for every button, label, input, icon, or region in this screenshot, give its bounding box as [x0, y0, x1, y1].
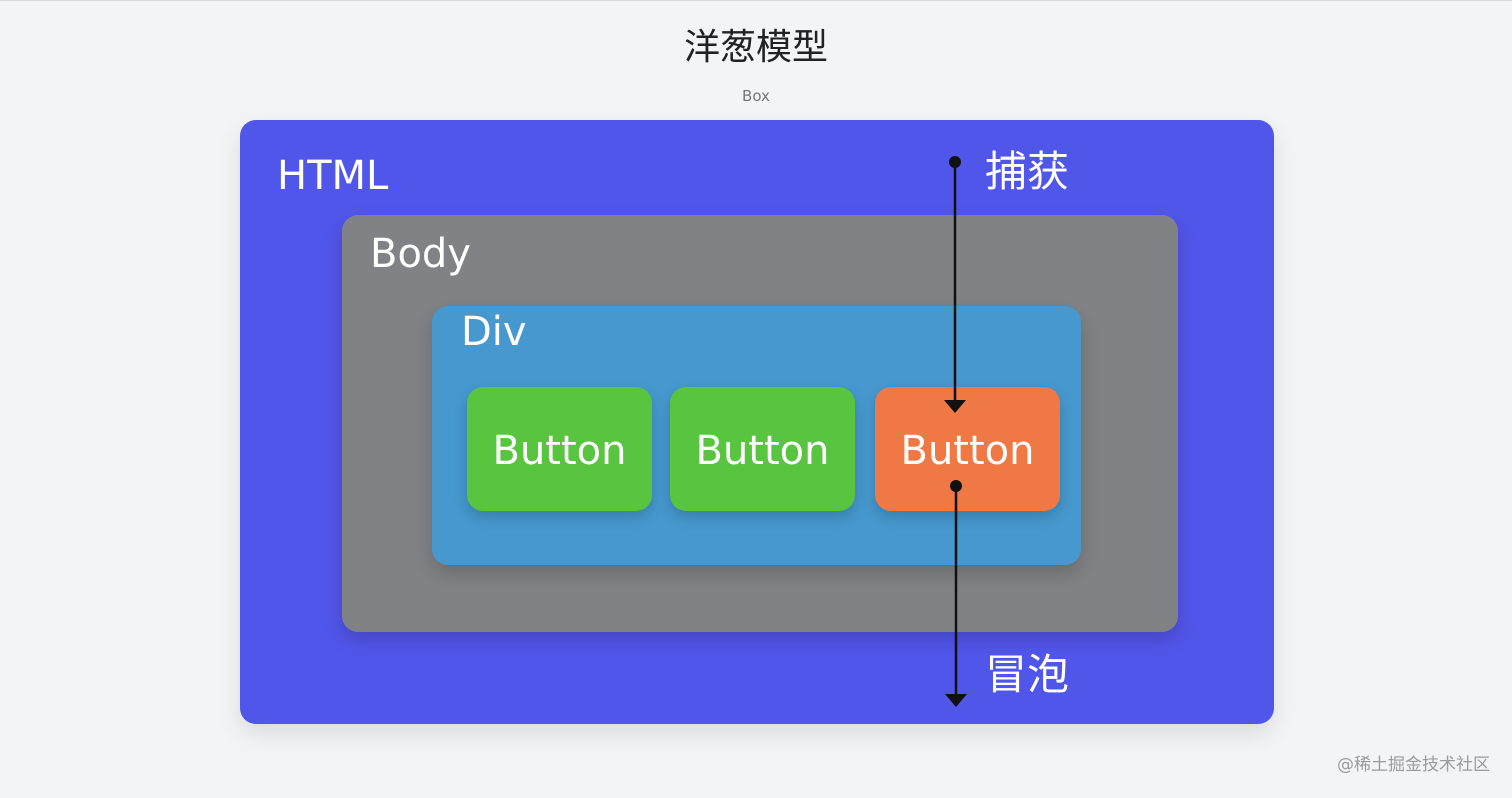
button-label-3: Button [900, 427, 1035, 474]
top-border [0, 0, 1512, 1]
button-label-2: Button [695, 427, 830, 474]
div-label: Div [461, 309, 527, 355]
button-box-3-target: Button [875, 387, 1060, 511]
html-label: HTML [277, 153, 389, 199]
button-box-1: Button [467, 387, 652, 511]
diagram-subtitle: Box [742, 87, 770, 105]
button-label-1: Button [492, 427, 627, 474]
button-box-2: Button [670, 387, 855, 511]
diagram-title: 洋葱模型 [683, 27, 828, 68]
watermark: @稀土掘金技术社区 [1337, 755, 1490, 775]
capture-label: 捕获 [985, 147, 1070, 196]
bubble-label: 冒泡 [985, 650, 1070, 699]
body-label: Body [370, 231, 471, 277]
